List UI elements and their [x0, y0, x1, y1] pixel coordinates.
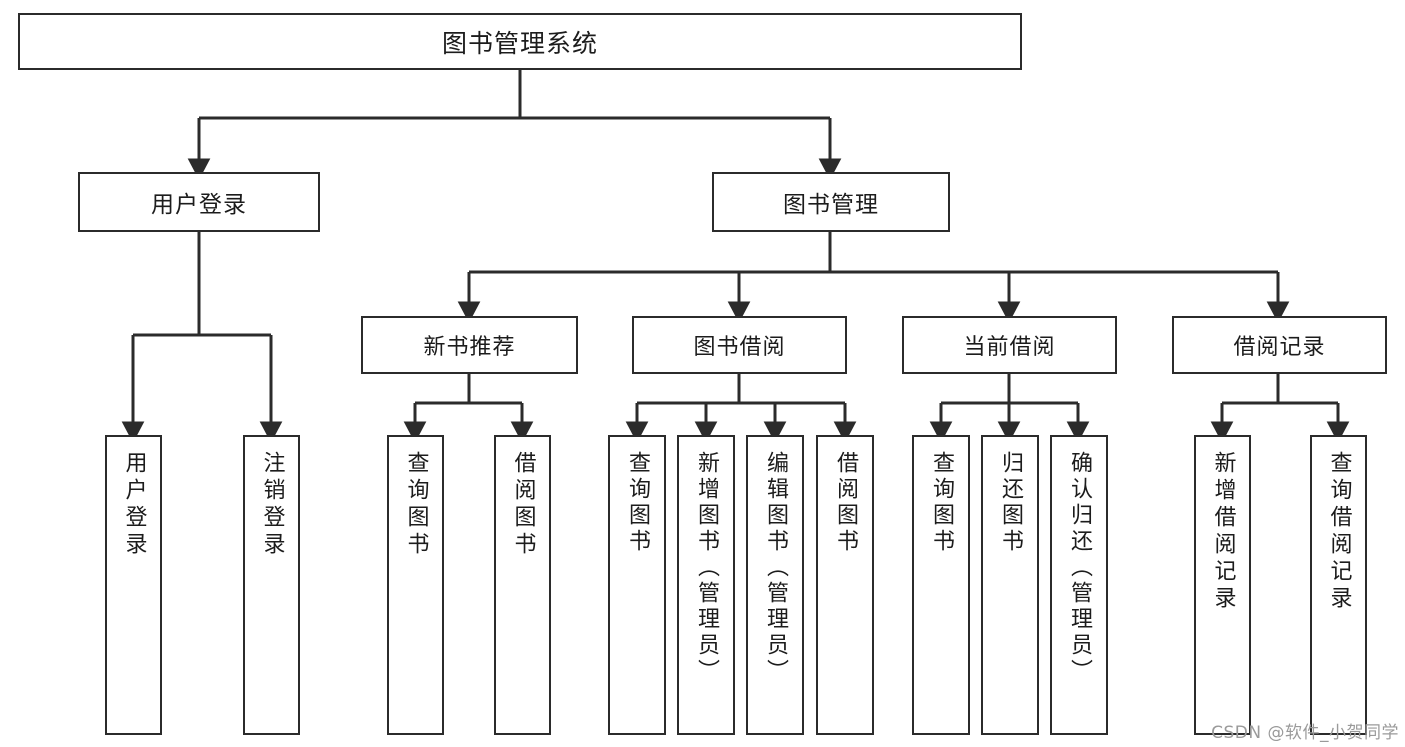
- leaf-borrow-book-recommend[interactable]: 借阅图书: [494, 435, 551, 735]
- leaf-query-book-current[interactable]: 查询图书: [912, 435, 970, 735]
- node-label: 当前借阅: [963, 335, 1056, 360]
- node-label: 新增借阅记录: [1210, 451, 1236, 613]
- node-label: 查询借阅记录: [1326, 451, 1352, 613]
- node-label: 查询图书: [403, 451, 429, 559]
- leaf-add-book-admin[interactable]: 新增图书（管理员）: [677, 435, 735, 735]
- leaf-borrow-book[interactable]: 借阅图书: [816, 435, 874, 735]
- leaf-add-borrow-record[interactable]: 新增借阅记录: [1194, 435, 1251, 735]
- leaf-query-borrow-record[interactable]: 查询借阅记录: [1310, 435, 1367, 735]
- node-label: 归还图书: [998, 451, 1023, 555]
- node-label: 图书管理系统: [441, 28, 598, 58]
- node-label: 用户登录: [121, 451, 147, 559]
- node-label: 借阅记录: [1233, 335, 1326, 360]
- node-user-login[interactable]: 用户登录: [78, 172, 320, 232]
- leaf-logout[interactable]: 注销登录: [243, 435, 300, 735]
- node-label: 图书借阅: [693, 335, 786, 360]
- leaf-return-book[interactable]: 归还图书: [981, 435, 1039, 735]
- leaf-confirm-return-admin[interactable]: 确认归还（管理员）: [1050, 435, 1108, 735]
- node-current-borrow[interactable]: 当前借阅: [902, 316, 1117, 374]
- leaf-query-book-borrow[interactable]: 查询图书: [608, 435, 666, 735]
- node-new-book-recommend[interactable]: 新书推荐: [361, 316, 578, 374]
- node-label: 图书管理: [783, 192, 879, 218]
- leaf-user-login[interactable]: 用户登录: [105, 435, 162, 735]
- node-root-system[interactable]: 图书管理系统: [18, 13, 1022, 70]
- leaf-query-book-recommend[interactable]: 查询图书: [387, 435, 444, 735]
- watermark: CSDN @软件_小贺同学: [1211, 723, 1399, 743]
- node-book-management[interactable]: 图书管理: [712, 172, 950, 232]
- node-label: 查询图书: [929, 451, 954, 555]
- node-label: 注销登录: [259, 451, 285, 559]
- node-label: 新书推荐: [423, 335, 516, 360]
- node-book-borrow[interactable]: 图书借阅: [632, 316, 847, 374]
- node-label: 编辑图书（管理员）: [763, 451, 788, 685]
- node-label: 新增图书（管理员）: [694, 451, 719, 685]
- node-label: 借阅图书: [833, 451, 858, 555]
- leaf-edit-book-admin[interactable]: 编辑图书（管理员）: [746, 435, 804, 735]
- node-label: 用户登录: [151, 192, 247, 218]
- node-label: 确认归还（管理员）: [1067, 451, 1092, 685]
- node-borrow-record[interactable]: 借阅记录: [1172, 316, 1387, 374]
- node-label: 借阅图书: [510, 451, 536, 559]
- node-label: 查询图书: [625, 451, 650, 555]
